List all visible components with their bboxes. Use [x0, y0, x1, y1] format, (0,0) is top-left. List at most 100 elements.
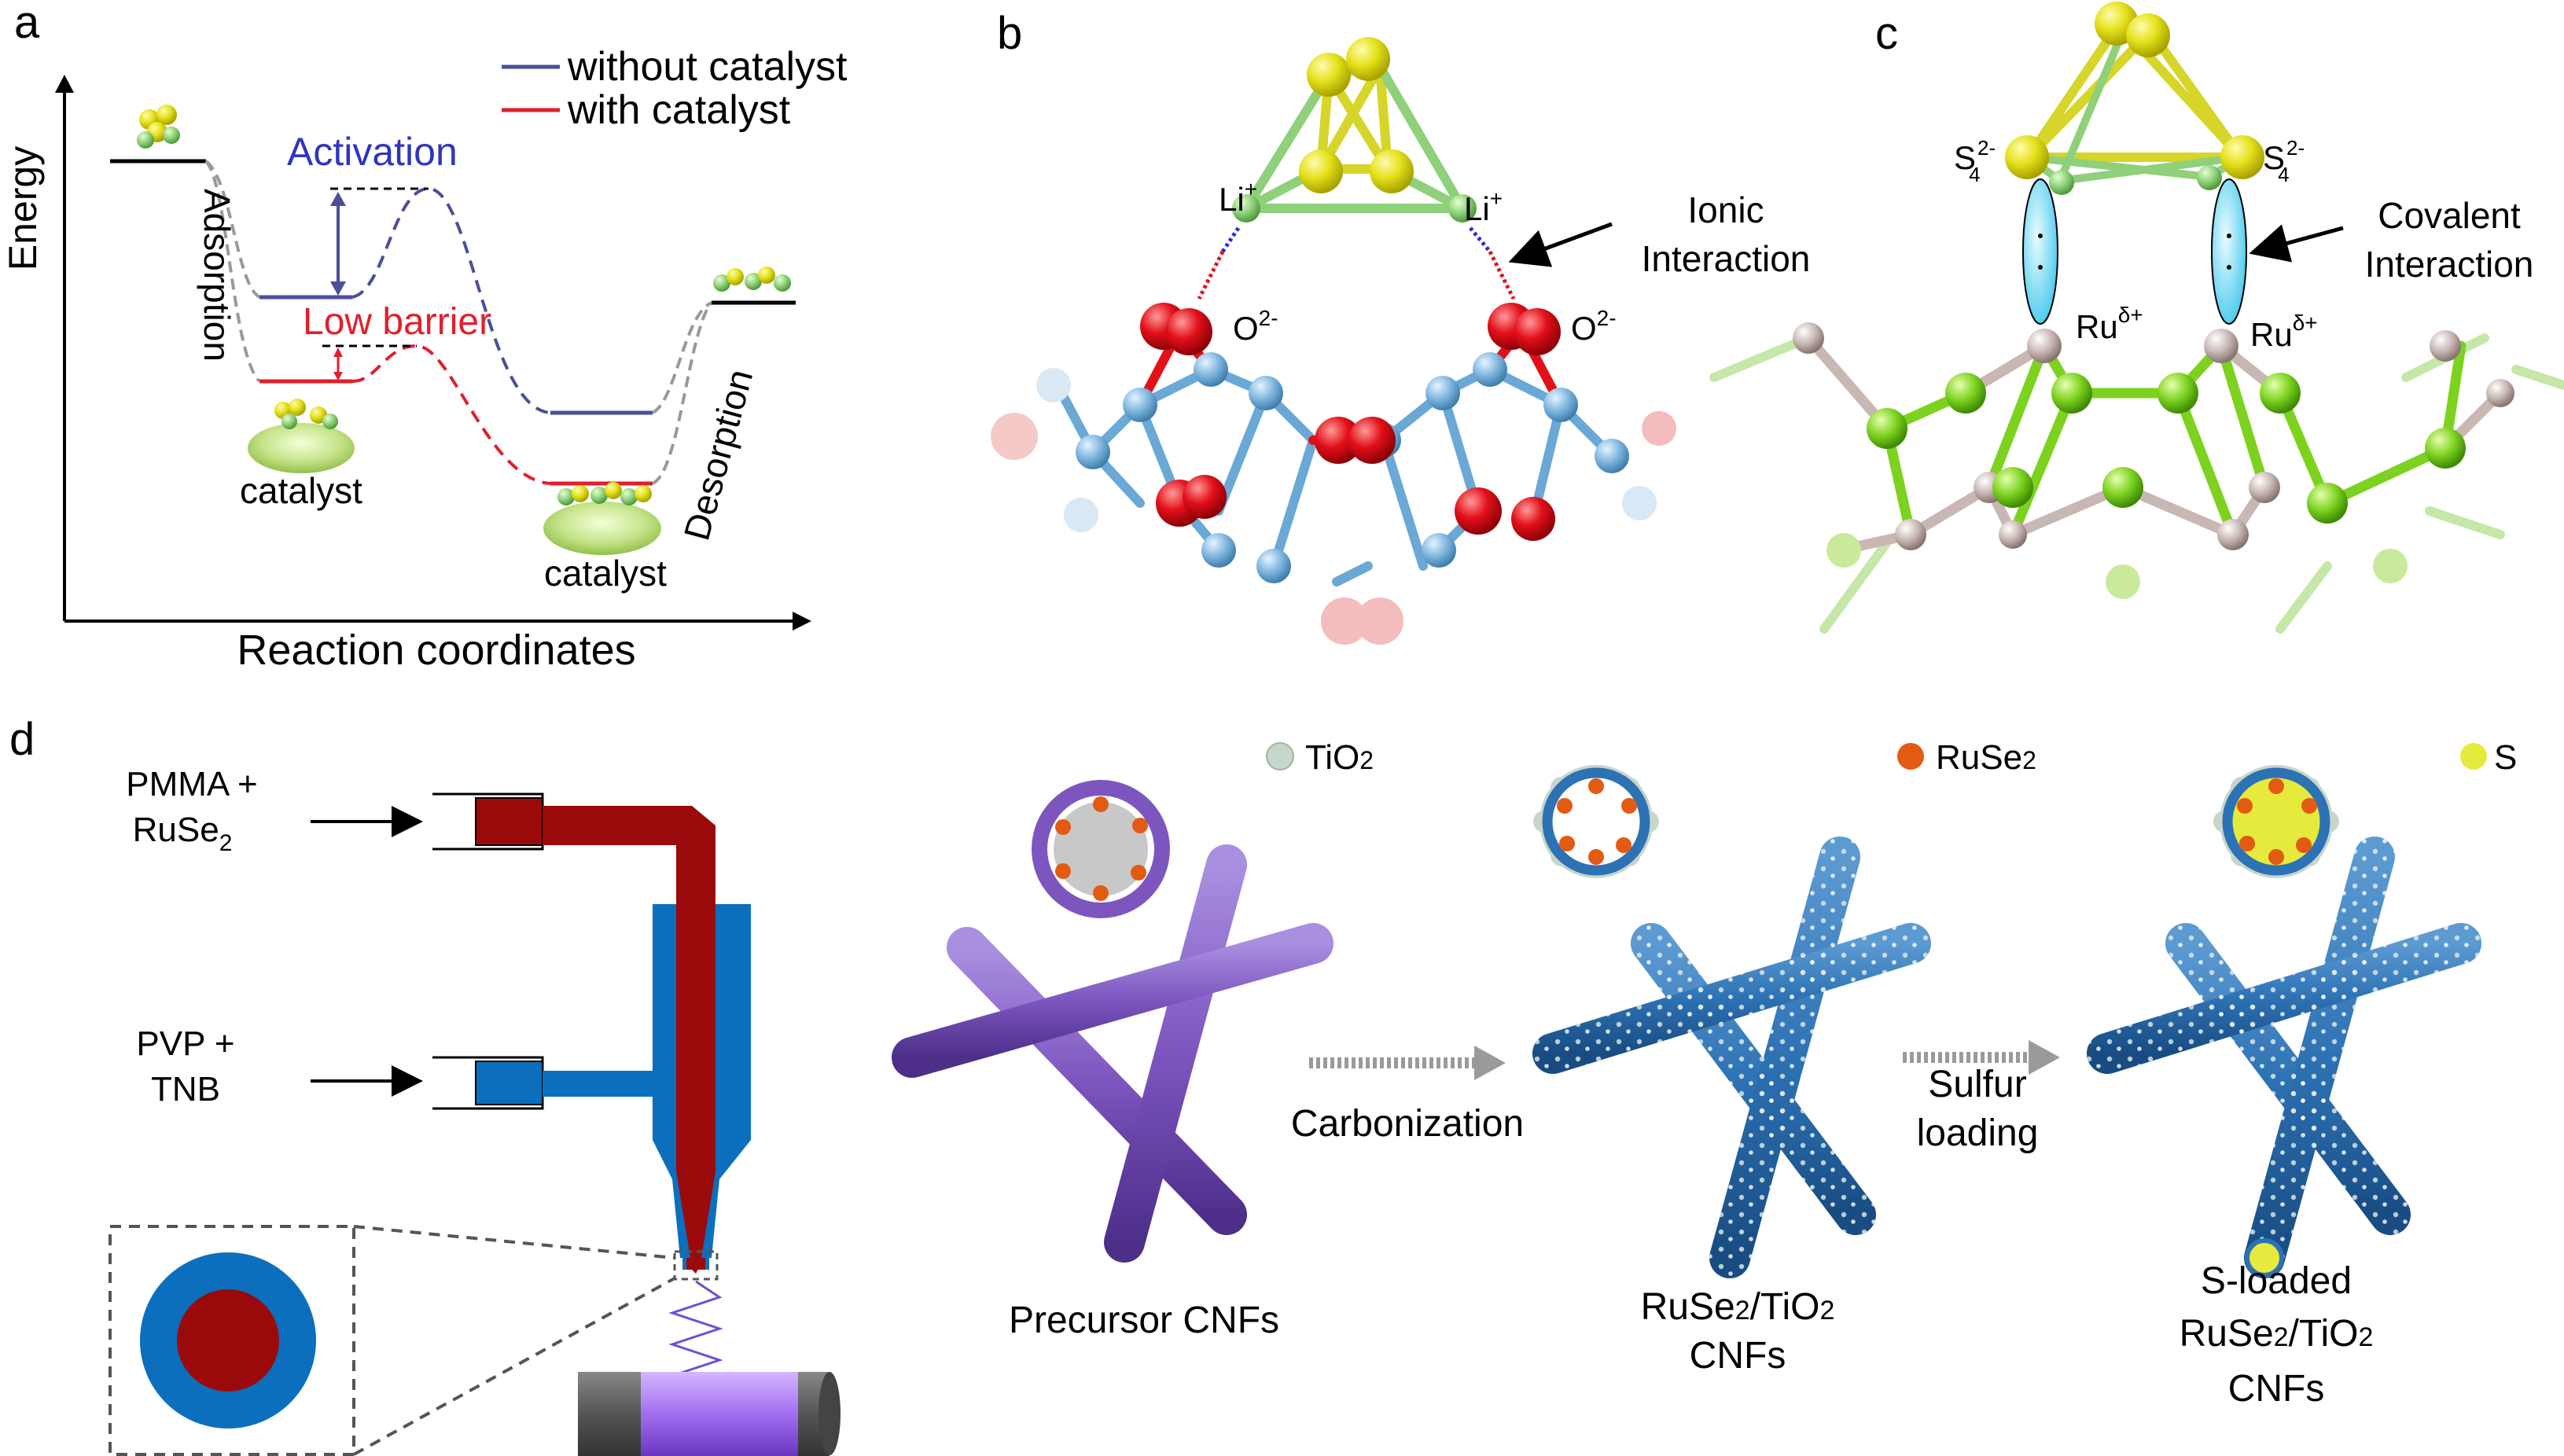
- sloaded-fibers-icon: [2087, 836, 2481, 1278]
- s4-cluster-bonds-c: [2025, 19, 2245, 162]
- legend-with: with catalyst: [567, 87, 791, 133]
- covalent-label-1: Covalent: [2378, 195, 2521, 236]
- inlet2-label-1: PVP +: [136, 1024, 234, 1063]
- y-axis-label: Energy: [1, 146, 45, 270]
- s-atoms-c: [2005, 2, 2264, 179]
- covalent-orbital-right: [2211, 178, 2247, 325]
- panel-d: d PMMA + RuSe2 PVP + TNB: [9, 714, 2517, 1456]
- li-atom-c-right: [2197, 165, 2222, 190]
- syringe-2-fluid: [475, 1061, 543, 1105]
- ru-label-right: Ruδ+: [2250, 311, 2318, 353]
- faded-o-atom: [1356, 597, 1403, 645]
- panel-a: a Energy Reaction coordinates without ca…: [1, 0, 848, 674]
- panel-a-letter: a: [14, 0, 40, 48]
- sheath-channel: [543, 904, 751, 1258]
- activation-arrow-up-icon: [330, 192, 346, 206]
- covalent-orbital-left: [2022, 178, 2058, 325]
- li-atom-left: [1232, 194, 1260, 222]
- ru-label-left: Ruδ+: [2076, 303, 2143, 345]
- low-barrier-arrow-up-icon: [333, 347, 343, 357]
- o-atoms: [1140, 303, 1561, 541]
- precursor-fibers-icon: [892, 844, 1334, 1263]
- label-sloaded-3: CNFs: [2228, 1368, 2325, 1410]
- faded-ti-atom: [1622, 486, 1657, 520]
- desorption-path-with: [651, 301, 713, 485]
- inlet1-label-1: PMMA +: [126, 765, 258, 803]
- label-ruse2-cnfs-2: CNFs: [1690, 1335, 1786, 1377]
- covalent-pointer-arrow: [2249, 224, 2344, 263]
- catalyst-label-2: catalyst: [544, 553, 667, 594]
- faded-o-atom: [1642, 411, 1676, 446]
- carbonization-arrowhead-icon: [1474, 1046, 1506, 1080]
- precursor-crosssection-icon: [1032, 780, 1170, 918]
- li-label-left: Li+: [1219, 177, 1257, 218]
- covalent-label-2: Interaction: [2365, 244, 2534, 285]
- x-axis-arrow-icon: [793, 612, 811, 631]
- inset-core-circle: [177, 1289, 279, 1392]
- zoom-line-1: [353, 1225, 675, 1259]
- inset-box: [109, 1225, 355, 1456]
- collector-drum-icon: [578, 1372, 841, 1456]
- barrier-curve-without: [351, 186, 551, 414]
- inlet2-label-2: TNB: [151, 1070, 220, 1109]
- catalyst-label-1: catalyst: [240, 470, 362, 511]
- faded-ti-atom: [1064, 498, 1098, 532]
- li-atom-c-left: [2049, 170, 2074, 195]
- zoom-line-2: [353, 1277, 675, 1456]
- ruse2-legend-label: RuSe2: [1936, 738, 2036, 777]
- o-label-left: O2-: [1233, 306, 1278, 347]
- label-precursor: Precursor CNFs: [1009, 1300, 1279, 1341]
- step-carbonization: Carbonization: [1291, 1103, 1524, 1145]
- label-sloaded-2: RuSe2/TiO2: [2180, 1313, 2374, 1355]
- label-ruse2-cnfs-1: RuSe2/TiO2: [1641, 1286, 1835, 1328]
- ionic-pointer-arrow: [1508, 222, 1613, 267]
- label-sloaded-1: S-loaded: [2201, 1260, 2352, 1302]
- faded-o-atom: [991, 413, 1038, 460]
- step-sulfur-1: Sulfur: [1928, 1064, 2026, 1105]
- panel-d-letter: d: [9, 714, 35, 765]
- tio2-legend-dot: [1266, 742, 1294, 770]
- low-barrier-label: Low barrier: [303, 301, 491, 343]
- legend-without: without catalyst: [567, 44, 848, 90]
- nozzle-core: [686, 1258, 705, 1270]
- catalyst-icon-2: [543, 482, 661, 555]
- ionic-dashes: [1197, 226, 1516, 300]
- ru-atoms: [1793, 322, 2514, 550]
- y-axis-arrow-icon: [55, 75, 74, 93]
- sulfur-arrowhead-icon: [2029, 1040, 2060, 1075]
- ruse2-fibers-icon: [1532, 836, 1931, 1278]
- o-label-right: O2-: [1571, 306, 1617, 347]
- x-axis-label: Reaction coordinates: [237, 627, 635, 674]
- product-molecules-icon: [713, 267, 791, 292]
- panel-b: b: [991, 8, 1810, 645]
- activation-arrow-down-icon: [330, 281, 346, 296]
- s-atoms-b: [1299, 37, 1414, 193]
- syringe-1-fluid: [475, 797, 543, 846]
- panel-c-letter: c: [1875, 8, 1898, 59]
- inlet1-label-2: RuSe2: [133, 811, 233, 856]
- s-label-left: S2-4: [1954, 136, 1996, 186]
- s-label-right: S2-4: [2263, 136, 2305, 186]
- ruse2-legend-dot: [1897, 743, 1924, 770]
- s-legend-dot: [2460, 743, 2487, 770]
- panel-b-letter: b: [997, 8, 1022, 59]
- adsorption-path-without: [204, 160, 261, 299]
- sloaded-crosssection-icon: [2213, 765, 2339, 878]
- faded-ti-atom: [1036, 368, 1071, 403]
- adsorption-label: Adsorption: [197, 189, 237, 362]
- li-label-right: Li+: [1464, 186, 1503, 227]
- li-atom-right: [1448, 194, 1477, 222]
- adsorption-path-with: [204, 160, 261, 383]
- core-channel-overlay: [676, 904, 715, 1258]
- ionic-label-2: Interaction: [1642, 238, 1811, 279]
- se-atoms: [1826, 373, 2466, 599]
- barrier-curve-with: [351, 344, 551, 485]
- low-barrier-arrow-down-icon: [333, 372, 343, 381]
- zoom-box: [673, 1250, 719, 1281]
- desorption-label: Desorption: [675, 365, 760, 544]
- ionic-label-1: Ionic: [1687, 189, 1764, 230]
- faded-o-atom: [1321, 597, 1368, 645]
- s-legend-label: S: [2494, 738, 2517, 777]
- panel-c: c: [1709, 2, 2564, 634]
